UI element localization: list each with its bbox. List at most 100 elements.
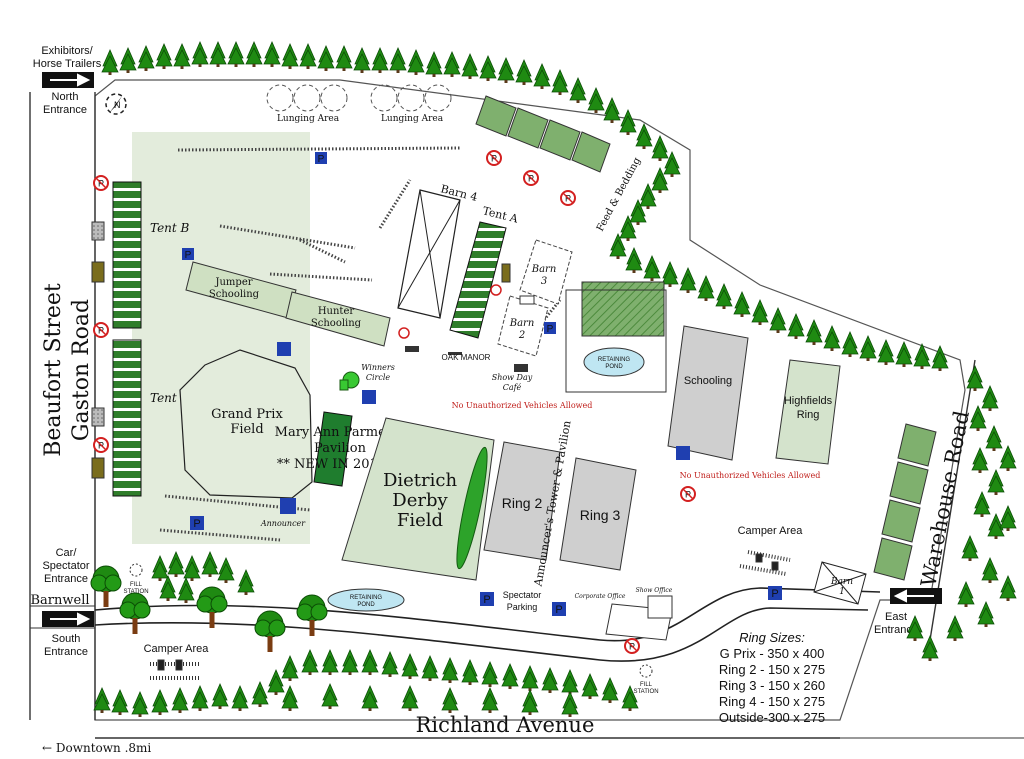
highfields-ring (775, 359, 841, 465)
announcer-label: Announcer (260, 519, 306, 528)
show-day-cafe-label: Café (503, 383, 522, 392)
show-office-label: Show Office (636, 587, 673, 594)
north-entrance-arrow (42, 72, 94, 88)
side-markers (91, 221, 105, 479)
ring-size-row: Ring 4 - 150 x 275 (719, 694, 825, 709)
ring-size-row: Outside-300 x 275 (719, 710, 825, 725)
property-boundary (94, 79, 966, 721)
barn-3-number: 3 (541, 276, 547, 287)
ring-size-row: Ring 3 - 150 x 260 (719, 678, 825, 693)
lunging-circles (266, 84, 452, 112)
compass-icon: N (105, 93, 127, 115)
parking-letter-2: P (185, 250, 192, 261)
richland-avenue-label: Richland Avenue (416, 713, 595, 737)
fill-station-icon (129, 563, 143, 577)
east-entrance-arrow (890, 588, 942, 604)
parmelee-pavilion (313, 411, 353, 487)
retaining-pond-bottom (327, 588, 405, 612)
north-label: North (52, 91, 79, 103)
camper-area-left-label: Camper Area (144, 643, 210, 655)
tent-c (112, 339, 142, 497)
parking-letter-7: P (771, 588, 778, 600)
parking-letter-6: P (555, 604, 562, 616)
announcer-booth-1 (277, 342, 291, 356)
lunging-area-left-label: Lunging Area (277, 114, 340, 124)
derby-hedge (456, 446, 488, 570)
car-label: Car/ (56, 547, 78, 559)
pond-enclosure (565, 289, 667, 393)
pavilion-label: Mary Ann Parmelee (275, 425, 406, 440)
winners-circle (339, 371, 360, 391)
beaufort-street-label: Beaufort Street (41, 283, 66, 457)
barn-1-number: 1 (839, 587, 845, 597)
ring-size-row: Ring 2 - 150 x 275 (719, 662, 825, 677)
tent-b (112, 181, 142, 329)
fill-station-2-label: FILL (640, 682, 653, 688)
olive-marker (501, 263, 511, 283)
barnwell-label: Barnwell (30, 593, 89, 608)
east-entrance-label: Entrance (874, 624, 918, 636)
no-vehicles-label-1: No Unauthorized Vehicles Allowed (452, 401, 593, 410)
tent-b-label: Tent B (150, 221, 190, 235)
north-entrance-label: Entrance (43, 104, 87, 116)
barn-2 (497, 295, 549, 357)
jumper-label: Jumper (214, 277, 252, 288)
announcer-booth-main (280, 498, 296, 514)
svg-text:N: N (114, 100, 121, 110)
grand-prix-field (179, 349, 313, 499)
grand-prix-field-label: Field (230, 422, 263, 437)
barn-2-number: 2 (518, 330, 525, 341)
top-stalls (475, 95, 611, 173)
ring-3-label: Ring 3 (580, 507, 621, 523)
car-entrance-label: Entrance (44, 573, 88, 585)
gaston-road-label: Gaston Road (69, 299, 94, 441)
grand-prix-label: Grand Prix (211, 407, 283, 422)
derby-label: Dietrich (383, 470, 458, 491)
ring-2-label: Ring 2 (502, 495, 543, 511)
no-parking-signs: P P P P P P P P (93, 150, 696, 654)
spectator-parking-label: Parking (507, 602, 538, 612)
parking-signs: P P P P P P P (182, 152, 782, 616)
barn-4 (397, 189, 461, 319)
exhibitors-line2: Horse Trailers (33, 58, 102, 70)
cafe-marker (514, 364, 528, 372)
camper-rows-right (739, 550, 791, 576)
jumper-schooling-label: Schooling (209, 289, 260, 300)
parking-letter-3: P (193, 518, 200, 530)
tent-a (449, 221, 507, 339)
south-entrance-arrow (42, 611, 94, 627)
east-label: East (885, 611, 907, 623)
fill-station-2-icon (639, 664, 653, 678)
south-label: South (52, 633, 81, 645)
schooling-ring (667, 325, 749, 461)
fill-station-label: FILL (130, 582, 143, 588)
schooling-label: Schooling (684, 375, 732, 387)
pond-top-label: RETAINING (598, 357, 631, 363)
highfields-ring-label: Ring (797, 409, 820, 421)
right-stalls (873, 423, 937, 581)
lunging-area-right-label: Lunging Area (381, 114, 444, 124)
pond-bottom-label-2: POND (357, 602, 375, 608)
spectator-label: Spectator (42, 560, 89, 572)
hunter-schooling (285, 291, 391, 347)
announcer-booth-2 (362, 390, 376, 404)
parking-letter-5: P (483, 594, 490, 606)
dietrich-derby-field (341, 417, 495, 581)
spectator-label: Spectator (503, 590, 542, 600)
downtown-label: ← Downtown .8mi (42, 741, 151, 755)
ring-2 (483, 441, 561, 561)
fill-station-2-label-2: STATION (633, 689, 658, 695)
retaining-pond-top (583, 347, 645, 377)
winners-circle-label: Circle (366, 373, 391, 382)
barn-1-label: Barn (830, 577, 853, 587)
oak-manor-bar (448, 352, 462, 355)
no-vehicles-label-2: No Unauthorized Vehicles Allowed (680, 471, 821, 480)
ring-sizes-legend: Ring Sizes: G Prix - 350 x 400 Ring 2 - … (719, 630, 825, 725)
ring-size-row: G Prix - 350 x 400 (720, 646, 825, 661)
ring-3 (559, 457, 637, 571)
derby-label-2: Derby (392, 490, 448, 511)
ring-sizes-title: Ring Sizes: (739, 630, 805, 645)
pavilion-label-2: Pavilion (314, 441, 367, 456)
pond-bottom-label: RETAINING (350, 595, 383, 601)
